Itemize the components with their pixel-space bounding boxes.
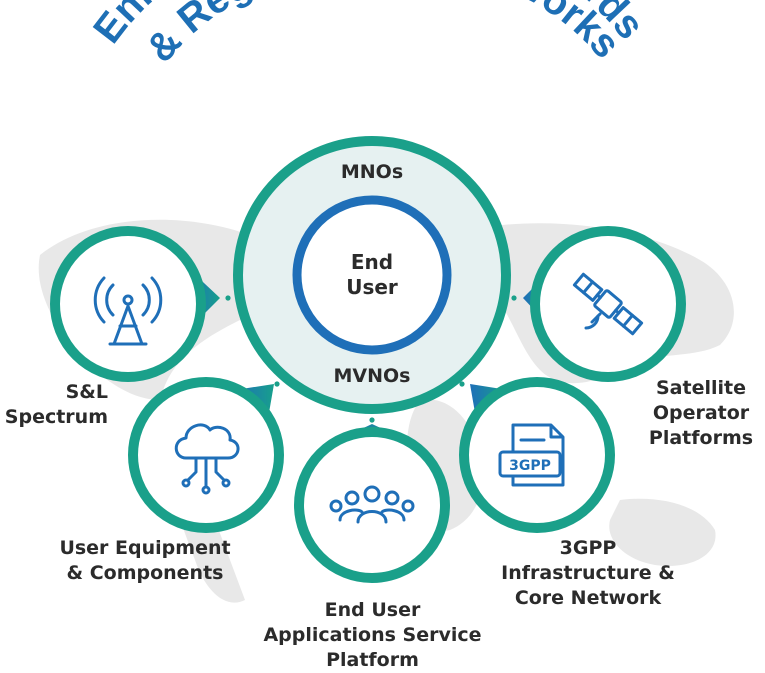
title-line-2: & Regulatory Frameworks (138, 0, 629, 70)
connector-dots (225, 295, 517, 423)
label-applications-line-1: End User (324, 599, 421, 621)
radio-tower-icon (93, 276, 163, 346)
hub-core-line-1: End (350, 250, 394, 274)
hub-top-label: MNOs (340, 161, 404, 183)
label-satellite: Satellite Operator Platforms (640, 376, 762, 451)
label-applications: End User Applications Service Platform (245, 598, 500, 673)
label-3gpp-line-3: Core Network (514, 587, 662, 609)
label-user-equipment-line-1: User Equipment (59, 537, 231, 559)
node-user-equipment (128, 377, 284, 533)
hub-circle (233, 136, 511, 414)
label-3gpp: 3GPP Infrastructure & Core Network (498, 536, 678, 611)
svg-text:& Regulatory Frameworks: & Regulatory Frameworks (138, 0, 629, 70)
label-satellite-line-1: Satellite (656, 377, 746, 399)
label-user-equipment-line-2: & Components (66, 562, 224, 584)
3gpp-document-icon: 3GPP (498, 423, 565, 487)
3gpp-badge-text: 3GPP (509, 458, 551, 474)
hub-bottom-label: MVNOs (333, 365, 411, 387)
label-satellite-line-2: Operator (652, 402, 750, 424)
label-spectrum-line-2: Spectrum (4, 406, 108, 428)
satellite-icon (572, 272, 644, 336)
label-spectrum-line-1: S&L (65, 381, 108, 403)
title: Enhanced Technical Standards & Regulator… (85, 0, 653, 70)
hub-core-label: End User (322, 250, 422, 300)
label-3gpp-line-2: Infrastructure & (501, 562, 675, 584)
cloud-network-icon (174, 423, 240, 495)
label-applications-line-3: Platform (326, 649, 419, 671)
label-satellite-line-3: Platforms (648, 427, 754, 449)
people-group-icon (329, 485, 415, 524)
label-applications-line-2: Applications Service (263, 624, 482, 646)
hub-core-line-2: User (346, 275, 398, 299)
node-3gpp: 3GPP (459, 377, 615, 533)
node-satellite (523, 226, 686, 382)
end-user-ring (292, 195, 452, 355)
node-applications (294, 424, 450, 583)
label-spectrum: S&L Spectrum (0, 380, 108, 430)
label-3gpp-line-1: 3GPP (559, 537, 617, 559)
label-user-equipment: User Equipment & Components (40, 536, 250, 586)
node-spectrum (50, 226, 220, 382)
